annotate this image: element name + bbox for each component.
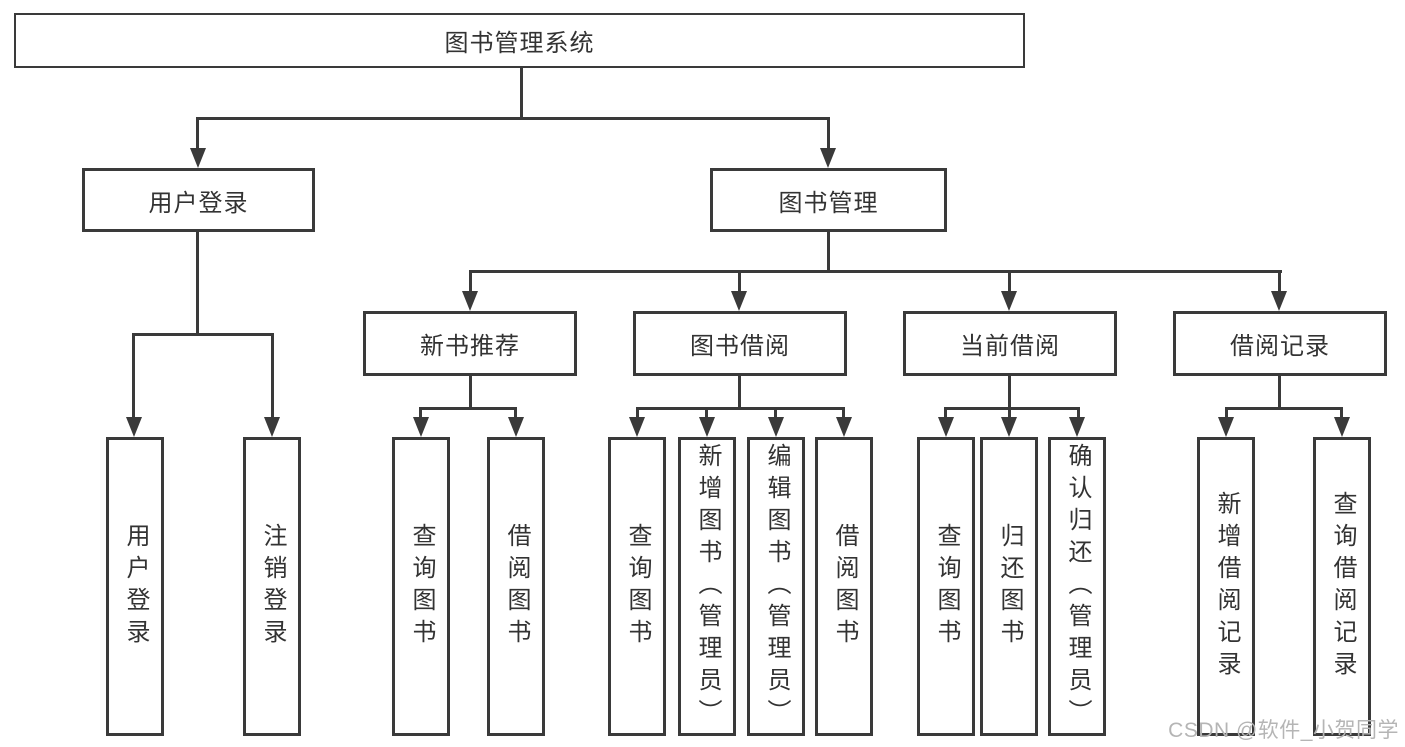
leaf-label: 借阅图书 — [831, 522, 858, 651]
leaf-logout: 注销登录 — [243, 437, 301, 736]
arrow-down-icon — [836, 417, 852, 437]
node-new-book-recommendation: 新书推荐 — [363, 311, 577, 376]
leaf-label: 用户登录 — [122, 522, 149, 651]
node-label: 图书管理 — [778, 189, 879, 217]
leaf-search-books-recommend: 查询图书 — [392, 437, 450, 736]
connector-line — [1008, 407, 1011, 421]
node-label: 用户登录 — [148, 189, 249, 217]
connector-line — [1077, 407, 1080, 421]
node-label: 图书管理系统 — [444, 30, 595, 57]
leaf-label: 查询图书 — [408, 522, 435, 651]
arrow-down-icon — [731, 291, 747, 311]
connector-line — [197, 117, 830, 120]
connector-line — [196, 117, 199, 150]
arrow-down-icon — [1218, 417, 1234, 437]
leaf-label: 确认归还（管理员） — [1064, 442, 1091, 731]
connector-line — [636, 407, 845, 410]
connector-line — [196, 232, 199, 336]
connector-line — [1008, 376, 1011, 409]
connector-line — [1008, 270, 1011, 295]
node-label: 借阅记录 — [1230, 333, 1330, 360]
leaf-edit-books-admin: 编辑图书（管理员） — [747, 437, 805, 736]
arrow-down-icon — [126, 417, 142, 437]
connector-line — [827, 117, 830, 150]
leaf-label: 新增借阅记录 — [1213, 490, 1240, 683]
connector-line — [469, 376, 472, 409]
leaf-borrow-books-recommend: 借阅图书 — [487, 437, 545, 736]
node-borrowing-records: 借阅记录 — [1173, 311, 1387, 376]
node-library-system: 图书管理系统 — [14, 13, 1025, 68]
leaf-search-borrow-record: 查询借阅记录 — [1313, 437, 1371, 736]
leaf-user-login: 用户登录 — [106, 437, 164, 736]
arrow-down-icon — [938, 417, 954, 437]
arrow-down-icon — [1001, 417, 1017, 437]
node-label: 新书推荐 — [420, 333, 520, 360]
leaf-label: 借阅图书 — [503, 522, 530, 651]
connector-line — [842, 407, 845, 421]
arrow-down-icon — [629, 417, 645, 437]
connector-line — [271, 333, 274, 423]
node-current-borrowing: 当前借阅 — [903, 311, 1117, 376]
leaf-confirm-return-admin: 确认归还（管理员） — [1048, 437, 1106, 736]
leaf-label: 查询图书 — [624, 522, 651, 651]
connector-line — [132, 333, 135, 423]
connector-line — [827, 232, 830, 273]
connector-line — [420, 407, 517, 410]
connector-line — [1278, 270, 1281, 295]
connector-line — [1225, 407, 1228, 421]
arrow-down-icon — [699, 417, 715, 437]
connector-line — [469, 270, 472, 295]
connector-line — [1225, 407, 1343, 410]
arrow-down-icon — [508, 417, 524, 437]
connector-line — [1340, 407, 1343, 421]
arrow-down-icon — [190, 148, 206, 168]
leaf-label: 归还图书 — [996, 522, 1023, 651]
connector-line — [1278, 376, 1281, 409]
leaf-label: 查询借阅记录 — [1329, 490, 1356, 683]
arrow-down-icon — [1271, 291, 1287, 311]
node-label: 当前借阅 — [960, 333, 1060, 360]
node-label: 图书借阅 — [690, 333, 790, 360]
leaf-search-books-current: 查询图书 — [917, 437, 975, 736]
arrow-down-icon — [768, 417, 784, 437]
arrow-down-icon — [462, 291, 478, 311]
connector-line — [705, 407, 708, 421]
connector-line — [636, 407, 639, 421]
arrow-down-icon — [820, 148, 836, 168]
arrow-down-icon — [1069, 417, 1085, 437]
node-user-login: 用户登录 — [82, 168, 315, 232]
node-book-management: 图书管理 — [710, 168, 947, 232]
connector-line — [514, 407, 517, 421]
leaf-borrow-books-borrowing: 借阅图书 — [815, 437, 873, 736]
leaf-label: 编辑图书（管理员） — [763, 442, 790, 731]
node-book-borrowing: 图书借阅 — [633, 311, 847, 376]
connector-line — [469, 270, 1282, 273]
arrow-down-icon — [1001, 291, 1017, 311]
arrow-down-icon — [413, 417, 429, 437]
connector-line — [944, 407, 1080, 410]
leaf-search-books-borrowing: 查询图书 — [608, 437, 666, 736]
connector-line — [774, 407, 777, 421]
connector-line — [419, 407, 422, 421]
arrow-down-icon — [264, 417, 280, 437]
leaf-return-books: 归还图书 — [980, 437, 1038, 736]
leaf-label: 查询图书 — [933, 522, 960, 651]
leaf-add-borrow-record: 新增借阅记录 — [1197, 437, 1255, 736]
leaf-label: 注销登录 — [259, 522, 286, 651]
connector-line — [738, 376, 741, 409]
leaf-label: 新增图书（管理员） — [694, 442, 721, 731]
arrow-down-icon — [1334, 417, 1350, 437]
leaf-add-books-admin: 新增图书（管理员） — [678, 437, 736, 736]
watermark: CSDN @软件_小贺同学 — [1168, 719, 1399, 742]
connector-line — [944, 407, 947, 421]
connector-line — [738, 270, 741, 295]
connector-line — [520, 66, 523, 117]
connector-line — [132, 333, 274, 336]
